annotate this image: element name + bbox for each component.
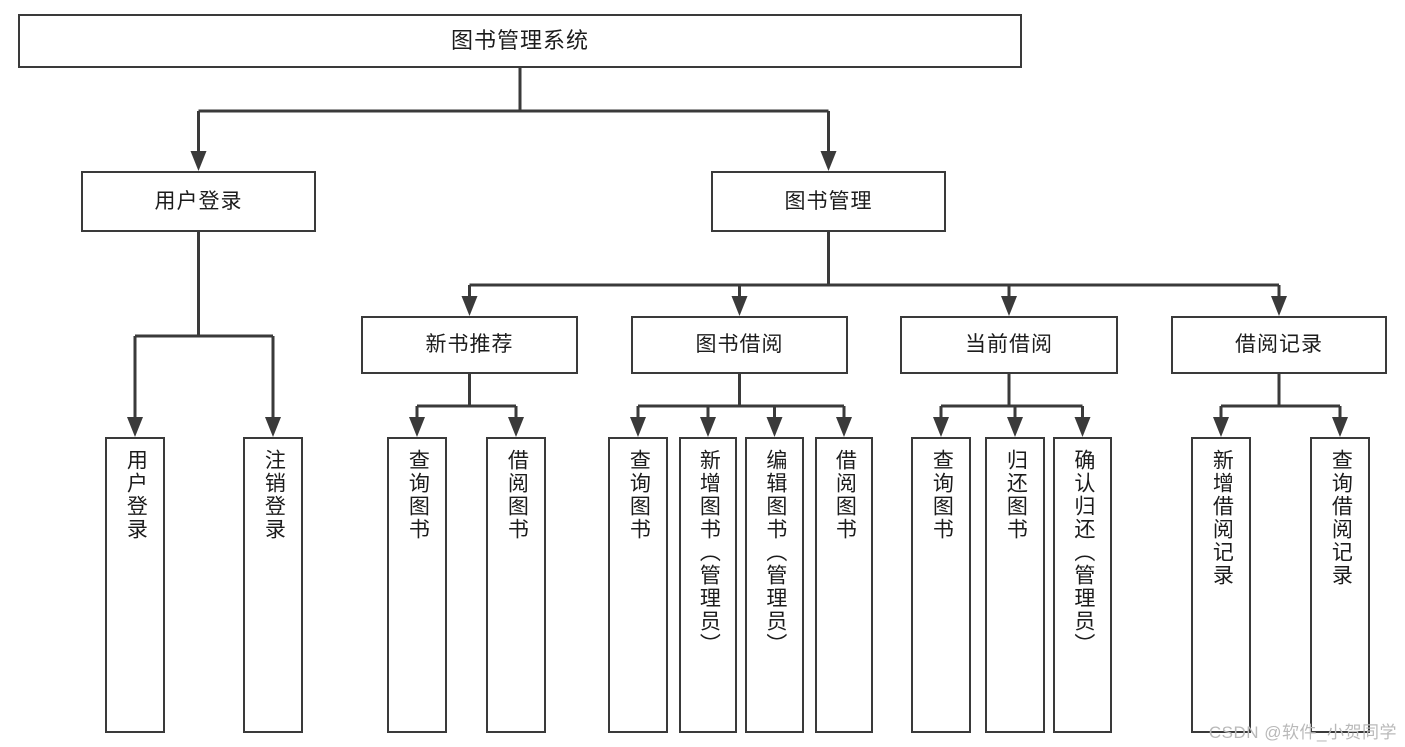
node-user-login-label: 用户登录 (154, 189, 243, 213)
node-leaf-borrow-book-2-label: 借阅图书 (833, 449, 857, 541)
node-leaf-logout[interactable]: 注销登录 (243, 437, 303, 733)
node-leaf-confirm-return-label: 确认归还（管理员） (1071, 449, 1095, 656)
node-leaf-edit-book[interactable]: 编辑图书（管理员） (745, 437, 804, 733)
node-user-login[interactable]: 用户登录 (81, 171, 316, 232)
node-leaf-query-book-3[interactable]: 查询图书 (911, 437, 971, 733)
node-new-book-recommend[interactable]: 新书推荐 (361, 316, 578, 374)
node-leaf-query-record-label: 查询借阅记录 (1329, 449, 1353, 587)
node-borrow-record[interactable]: 借阅记录 (1171, 316, 1387, 374)
node-leaf-query-book-2[interactable]: 查询图书 (608, 437, 668, 733)
node-leaf-query-book-1-label: 查询图书 (406, 449, 430, 541)
node-book-borrow-label: 图书借阅 (695, 333, 784, 357)
node-borrow-record-label: 借阅记录 (1235, 333, 1323, 357)
node-book-manage-label: 图书管理 (784, 189, 873, 213)
node-leaf-borrow-book-2[interactable]: 借阅图书 (815, 437, 873, 733)
node-root-label: 图书管理系统 (450, 27, 589, 53)
node-leaf-logout-label: 注销登录 (262, 449, 286, 541)
node-leaf-add-record[interactable]: 新增借阅记录 (1191, 437, 1251, 733)
node-leaf-query-book-2-label: 查询图书 (627, 449, 651, 541)
node-book-manage[interactable]: 图书管理 (711, 171, 946, 232)
node-new-book-recommend-label: 新书推荐 (425, 333, 514, 357)
watermark: CSDN @软件_小贺同学 (1208, 723, 1397, 742)
node-leaf-add-record-label: 新增借阅记录 (1210, 449, 1234, 587)
node-root[interactable]: 图书管理系统 (18, 14, 1022, 68)
node-leaf-add-book-label: 新增图书（管理员） (697, 449, 721, 656)
node-leaf-query-record[interactable]: 查询借阅记录 (1310, 437, 1370, 733)
node-leaf-borrow-book-1-label: 借阅图书 (505, 449, 529, 541)
node-leaf-user-login-label: 用户登录 (124, 449, 148, 541)
node-book-borrow[interactable]: 图书借阅 (631, 316, 848, 374)
node-current-borrow[interactable]: 当前借阅 (900, 316, 1118, 374)
node-leaf-add-book[interactable]: 新增图书（管理员） (679, 437, 737, 733)
node-leaf-borrow-book-1[interactable]: 借阅图书 (486, 437, 546, 733)
node-leaf-query-book-3-label: 查询图书 (930, 449, 954, 541)
node-current-borrow-label: 当前借阅 (965, 333, 1053, 357)
node-leaf-return-book[interactable]: 归还图书 (985, 437, 1045, 733)
node-leaf-confirm-return[interactable]: 确认归还（管理员） (1053, 437, 1112, 733)
node-leaf-edit-book-label: 编辑图书（管理员） (763, 449, 787, 656)
node-leaf-query-book-1[interactable]: 查询图书 (387, 437, 447, 733)
node-leaf-user-login[interactable]: 用户登录 (105, 437, 165, 733)
node-leaf-return-book-label: 归还图书 (1004, 449, 1028, 541)
